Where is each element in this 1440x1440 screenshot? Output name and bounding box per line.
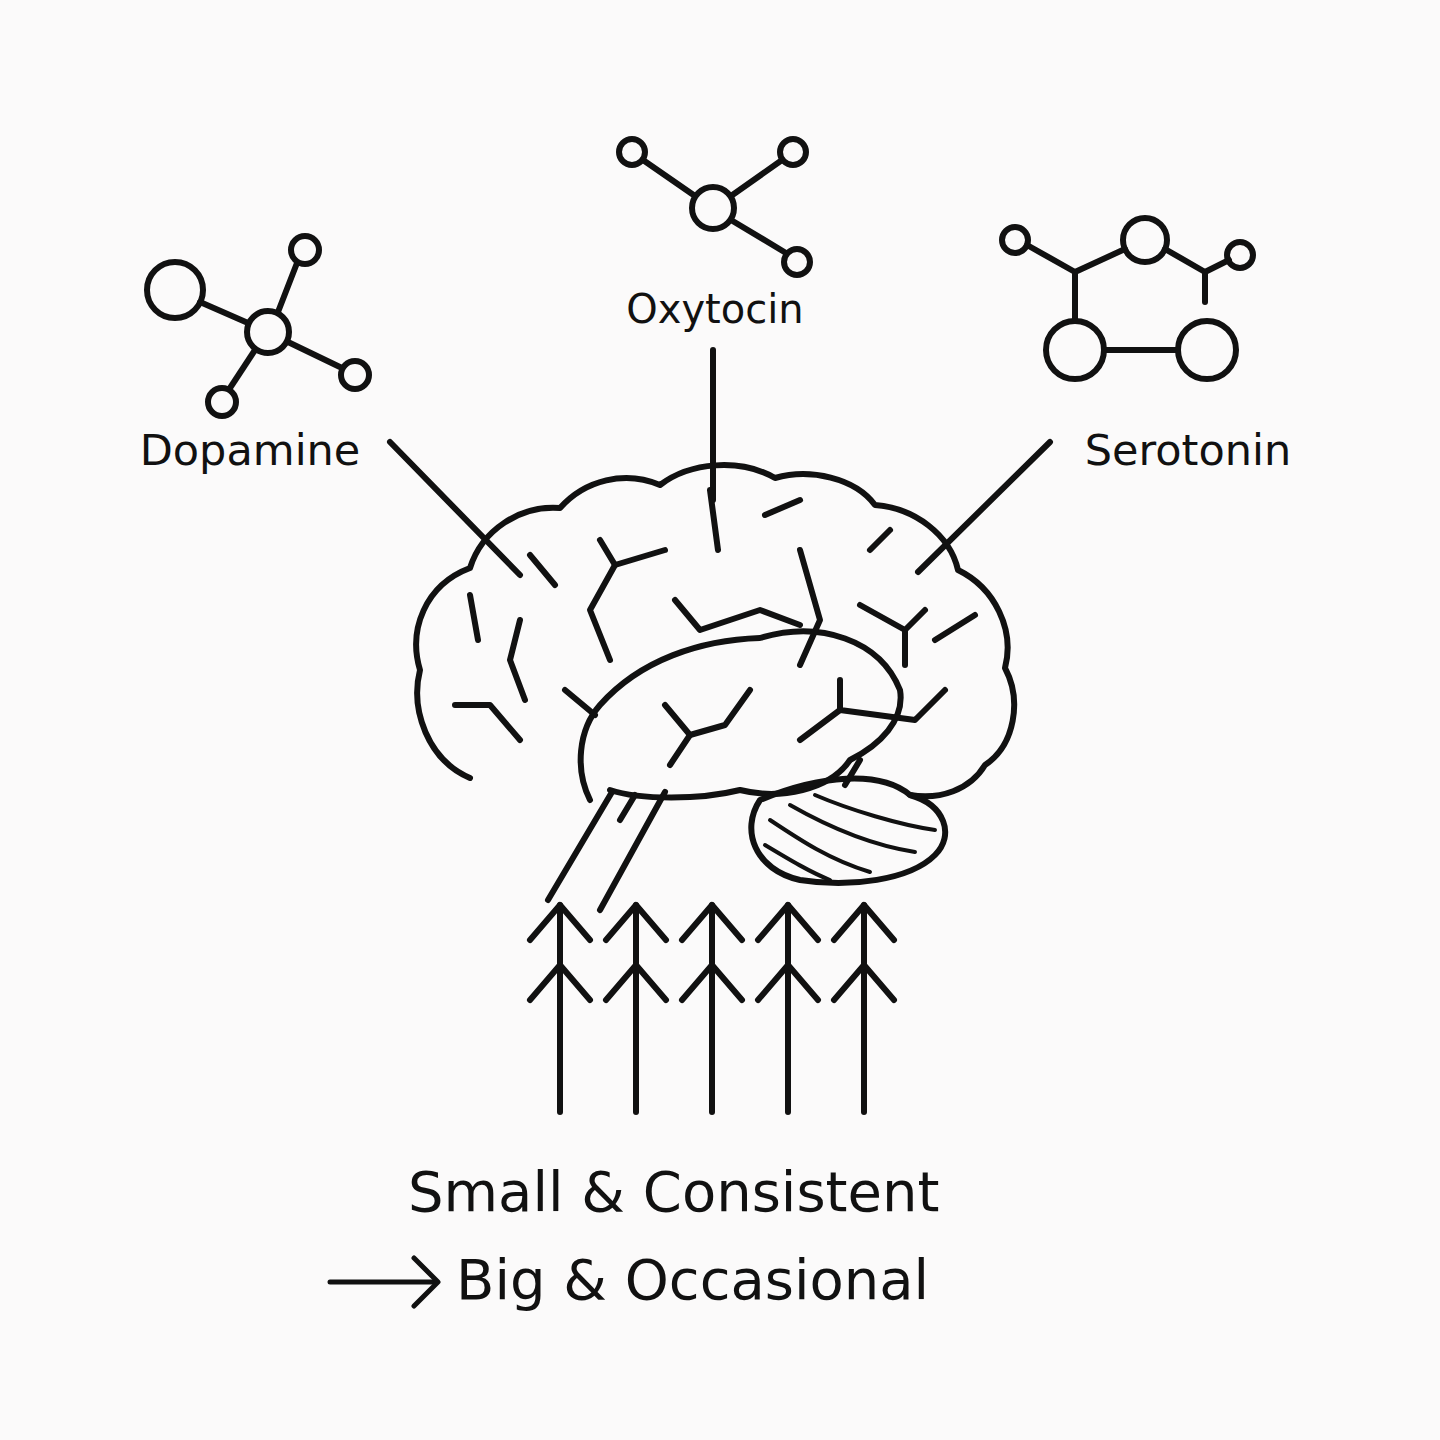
principle-text: Big & Occasional <box>456 1246 929 1313</box>
molecule-name: Dopamine <box>140 425 361 477</box>
molecule-name: Oxytocin <box>626 285 803 333</box>
dopamine-molecule <box>147 236 369 416</box>
leader-line <box>390 442 520 575</box>
serotonin-molecule <box>1002 218 1253 379</box>
leader-line <box>918 442 1050 572</box>
upward-arrows <box>530 905 894 1112</box>
oxytocin-molecule <box>619 139 810 275</box>
principle-text: Small & Consistent <box>408 1158 939 1225</box>
molecule-name: Serotonin <box>1085 425 1291 477</box>
leader-line <box>710 350 716 500</box>
brain <box>416 465 1014 910</box>
right-arrow <box>330 1258 438 1306</box>
